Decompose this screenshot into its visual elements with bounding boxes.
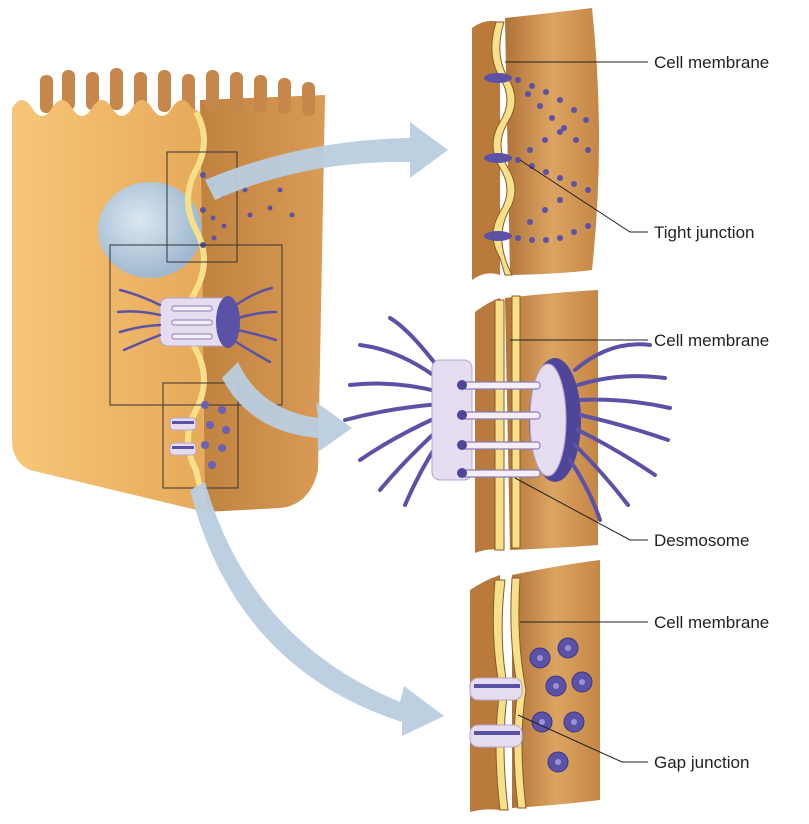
label-cell-membrane-2: Cell membrane: [654, 331, 769, 350]
gap-junction-panel: [470, 560, 600, 812]
desmosome-panel: [345, 290, 670, 553]
arrow-to-gap-junction: [190, 482, 444, 736]
label-desmosome: Desmosome: [654, 531, 749, 550]
tight-junction-panel: [472, 8, 599, 280]
desmosome-membrane: [495, 300, 504, 550]
label-gap-junction: Gap junction: [654, 753, 749, 772]
label-cell-membrane-3: Cell membrane: [654, 613, 769, 632]
desmosome-plaque-left: [432, 360, 472, 480]
desmosome-filaments-left: [345, 318, 440, 505]
label-cell-membrane-1: Cell membrane: [654, 53, 769, 72]
epithelial-cell-illustration: [12, 68, 325, 512]
label-tight-junction: Tight junction: [654, 223, 754, 242]
